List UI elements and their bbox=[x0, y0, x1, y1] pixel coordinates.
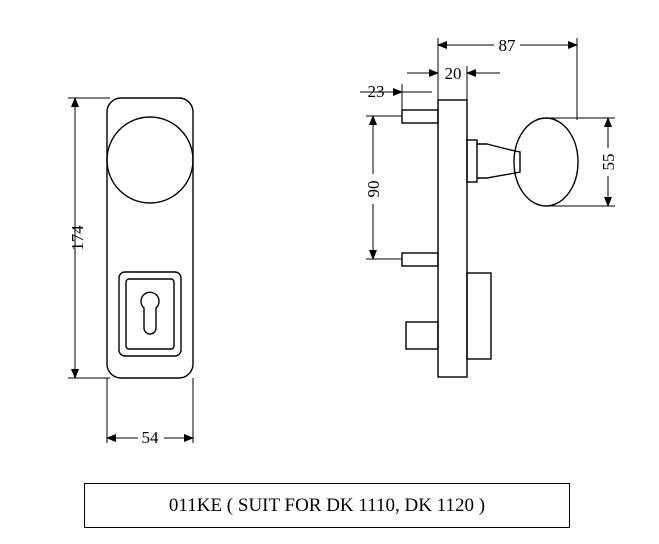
dim-spacing-90: 90 bbox=[364, 115, 402, 260]
front-view bbox=[106, 97, 194, 379]
rear-box bbox=[466, 272, 492, 360]
dim-depth-87: 87 bbox=[437, 35, 578, 120]
dim-spindle-23: 23 bbox=[360, 82, 432, 110]
dim-label-174: 174 bbox=[68, 225, 87, 251]
dim-label-87: 87 bbox=[499, 36, 517, 55]
cylinder-stub bbox=[405, 321, 439, 350]
keyhole-frame-inner bbox=[125, 278, 175, 350]
dim-height-174: 174 bbox=[68, 97, 110, 379]
escutcheon-plate bbox=[106, 97, 194, 379]
side-view bbox=[401, 99, 579, 378]
dim-label-20: 20 bbox=[445, 64, 462, 83]
dim-label-23: 23 bbox=[368, 82, 385, 101]
neck bbox=[477, 143, 521, 179]
lower-spindle bbox=[401, 252, 439, 267]
keyhole-cylinder bbox=[140, 291, 160, 335]
dim-knob-55: 55 bbox=[546, 117, 618, 207]
dim-label-90: 90 bbox=[364, 181, 383, 198]
collar bbox=[466, 139, 478, 183]
knob-front bbox=[106, 116, 194, 204]
model-caption: 011KE ( SUIT FOR DK 1110, DK 1120 ) bbox=[168, 494, 486, 516]
keyhole-frame-outer bbox=[118, 271, 182, 357]
caption-box: 011KE ( SUIT FOR DK 1110, DK 1120 ) bbox=[84, 483, 570, 528]
side-plate bbox=[437, 99, 468, 378]
upper-spindle bbox=[401, 109, 439, 124]
dim-label-54: 54 bbox=[142, 428, 160, 447]
dim-width-54: 54 bbox=[106, 378, 194, 447]
dim-offset-20: 20 bbox=[407, 64, 500, 100]
knob-side bbox=[513, 117, 579, 207]
dim-label-55: 55 bbox=[599, 154, 618, 171]
